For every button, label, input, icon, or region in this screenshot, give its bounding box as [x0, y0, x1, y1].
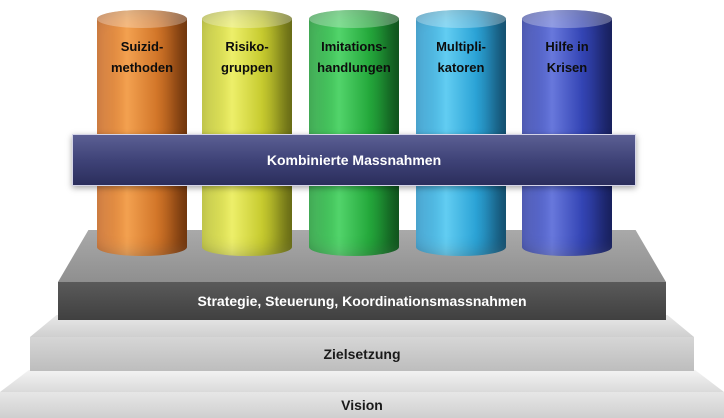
pillar-label-line1: Hilfe in [545, 39, 589, 54]
pillar-label-line1: Suizid- [120, 39, 164, 54]
pillar-label: Hilfe in Krisen [522, 36, 612, 78]
pillar-risk-groups: Risiko- gruppen [202, 10, 292, 256]
pillar-label-line2: methoden [110, 60, 174, 75]
pillar-label-line1: Multipli- [436, 39, 486, 54]
pillar-crisis-help: Hilfe in Krisen [522, 10, 612, 256]
pillar-suicide-methods: Suizid- methoden [97, 10, 187, 256]
pillar-label-line1: Risiko- [225, 39, 269, 54]
pillar-label: Risiko- gruppen [202, 36, 292, 78]
goal-step: Zielsetzung [30, 315, 694, 371]
pillar-label-line2: handlungen [317, 60, 391, 75]
pillar-label-line1: Imitations- [321, 39, 387, 54]
pillar-imitation-actions: Imitations- handlungen [309, 10, 399, 256]
vision-step-top [0, 370, 724, 392]
pillar-label-line2: gruppen [221, 60, 273, 75]
pillar-label-line2: Krisen [546, 60, 588, 75]
goal-step-top [30, 315, 694, 337]
pillar-label-line2: katoren [437, 60, 485, 75]
strategy-label: Strategie, Steuerung, Koordinationsmassn… [58, 282, 666, 320]
pillar-label: Suizid- methoden [97, 36, 187, 78]
pillar-label: Multipli- katoren [416, 36, 506, 78]
vision-step: Vision [0, 370, 724, 418]
pillar-multipliers: Multipli- katoren [416, 10, 506, 256]
vision-label: Vision [0, 392, 724, 418]
pillar-label: Imitations- handlungen [309, 36, 399, 78]
goal-label: Zielsetzung [30, 337, 694, 371]
combined-measures-band: Kombinierte Massnahmen [72, 134, 636, 186]
